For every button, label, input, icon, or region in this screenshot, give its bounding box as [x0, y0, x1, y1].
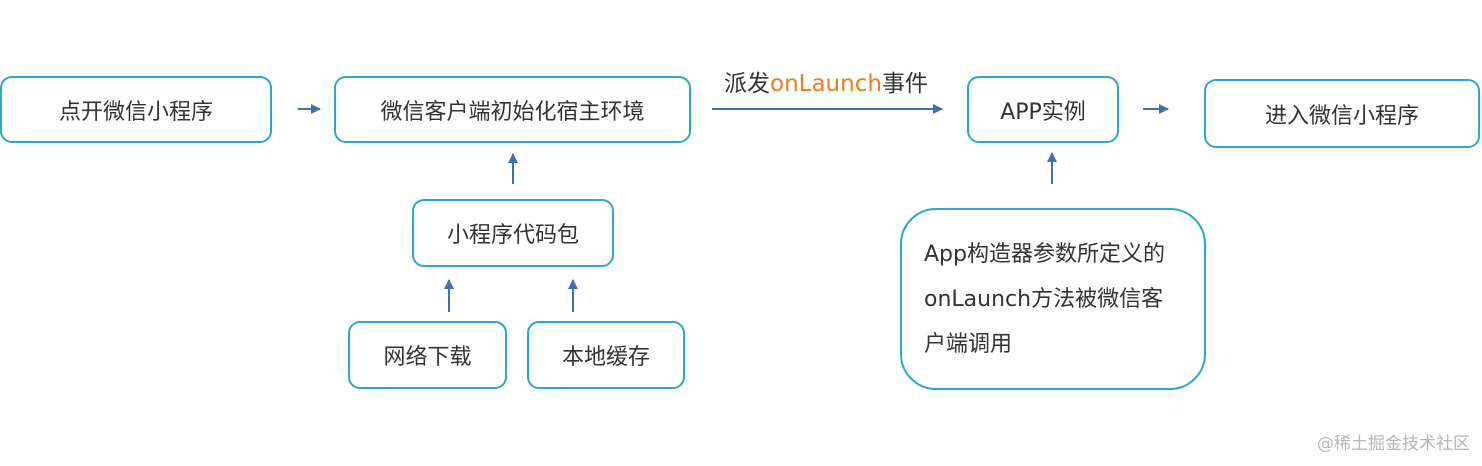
edge-label-prefix: 派发	[724, 71, 770, 97]
node-open-mini-program-label: 点开微信小程序	[58, 99, 213, 125]
node-local-cache-label: 本地缓存	[561, 345, 650, 370]
node-app-instance-label: APP实例	[1000, 99, 1086, 125]
watermark: @稀土掘金技术社区	[1317, 434, 1470, 454]
node-network-download-label: 网络下载	[383, 345, 472, 370]
edge-label-highlight: onLaunch	[770, 71, 882, 97]
node-init-host-env-label: 微信客户端初始化宿主环境	[380, 99, 645, 125]
node-network-download: 网络下载	[348, 321, 507, 389]
node-enter-mini-program-label: 进入微信小程序	[1264, 103, 1419, 129]
node-onlaunch-note: App构造器参数所定义的onLaunch方法被微信客户端调用	[900, 208, 1206, 390]
node-enter-mini-program: 进入微信小程序	[1204, 79, 1480, 148]
node-init-host-env: 微信客户端初始化宿主环境	[334, 76, 691, 143]
edge-label-dispatch-onlaunch: 派发onLaunch事件	[724, 64, 928, 98]
node-open-mini-program: 点开微信小程序	[0, 76, 272, 143]
node-code-package: 小程序代码包	[412, 199, 614, 267]
node-onlaunch-note-text: App构造器参数所定义的onLaunch方法被微信客户端调用	[924, 241, 1165, 357]
node-code-package-label: 小程序代码包	[446, 223, 579, 248]
node-local-cache: 本地缓存	[527, 321, 685, 389]
node-app-instance: APP实例	[967, 76, 1119, 143]
edge-label-suffix: 事件	[881, 71, 928, 97]
